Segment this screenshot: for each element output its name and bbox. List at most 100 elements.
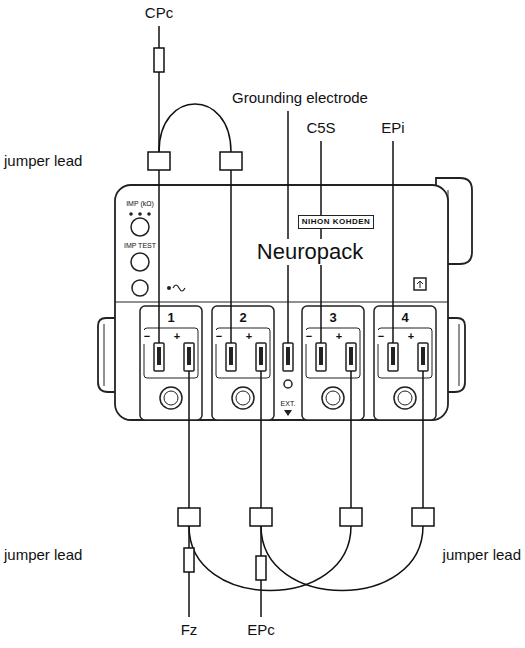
input-panels-part [283,343,293,371]
input-panels-part [326,391,340,405]
input-panels-part [157,347,161,365]
electrode-wires-part [230,170,232,343]
electrode-wires-part [287,111,289,343]
input-panels-part [418,343,428,371]
lead-plugs-part [256,556,266,580]
input-panels-part [164,391,178,405]
electrode-wires-part [158,170,160,343]
control-buttons-part [131,218,149,236]
lead-plugs-part [250,508,272,526]
button-label: IMP TEST [123,242,157,250]
channel-number: 2 [238,310,247,326]
control-buttons-part [138,212,142,216]
polarity-mark: + [173,330,181,343]
input-panels-part [160,387,182,409]
lead-label: jumper lead [3,546,83,564]
input-panels-part [232,387,254,409]
input-panels-part [378,328,432,378]
amplifier-housing-part [459,324,460,386]
input-panels-part [302,306,364,420]
input-panels-part [236,391,250,405]
input-panels-part [421,347,425,365]
control-buttons-part [129,212,133,216]
channel-number: 4 [400,310,409,326]
amplifier-housing [98,178,472,420]
input-panels-part [144,328,198,378]
input-panels-part [140,306,202,420]
channel-number: 3 [328,310,337,326]
electrode-wires-part [158,26,160,48]
electrode-label: C5S [305,119,336,137]
electrode-label: EPi [380,119,405,137]
input-panels-part [349,347,353,365]
polarity-mark: + [407,330,415,343]
input-panels-part [187,347,191,365]
electrode-wires-part [260,580,262,617]
electrode-wires-part [188,526,190,548]
polarity-mark: − [305,330,313,343]
lead-plugs-part [340,508,362,526]
electrode-label: EPc [246,621,276,639]
polarity-mark: − [377,330,385,343]
electrode-wires-part [188,572,190,617]
input-panels-part [306,328,360,378]
input-panels-part [286,347,290,365]
polarity-mark: − [143,330,151,343]
control-buttons [129,212,426,296]
electrode-wires-part [260,526,262,556]
control-buttons-part [131,253,149,271]
input-panels-part [256,343,266,371]
electrode-wires-part [260,371,262,508]
input-panels-part [154,343,164,371]
electrode-wires-part [422,371,424,508]
electrode-wires-part [188,371,190,508]
input-panels-part [322,387,344,409]
input-panels-part [374,306,436,420]
amplifier-housing-part [115,185,448,420]
maker-logo: NIHON KOHDEN [298,215,375,229]
input-panels-part [319,347,323,365]
electrode-label: Fz [180,621,199,639]
brand-name: Neuropack [256,239,364,265]
electrode-wires-part [261,526,423,591]
polarity-mark: + [335,330,343,343]
input-panels-part [316,343,326,371]
input-panels-part [229,347,233,365]
input-panels-part [212,306,274,420]
channel-number: 1 [166,310,175,326]
control-buttons-part [147,212,151,216]
input-panels-part [394,387,416,409]
lead-plugs [148,48,434,580]
input-panels-part [391,347,395,365]
button-label: IMP (kΩ) [125,200,155,208]
input-panels-part [284,410,292,416]
electrode-label: CPc [144,4,174,22]
input-panels-part [346,343,356,371]
input-panels-part [226,343,236,371]
input-panels-part [388,343,398,371]
lead-plugs-part [220,152,242,170]
input-panels-part [284,380,292,388]
lead-label: jumper lead [3,152,83,170]
input-panels-part [184,343,194,371]
electrode-wires [159,26,423,617]
electrode-wires-part [159,104,231,152]
lead-plugs-part [154,48,164,72]
input-panels-part [216,328,270,378]
lead-label: jumper lead [442,546,522,564]
control-buttons-part [167,286,171,290]
socket-label: EXT. [280,400,297,408]
lead-plugs-part [178,508,200,526]
control-buttons-part [132,280,148,296]
polarity-mark: − [215,330,223,343]
electrode-wires-part [392,141,394,343]
input-panels-part [259,347,263,365]
input-panels-part [398,391,412,405]
amplifier-housing-part [448,318,465,392]
amplifier-housing-part [98,318,115,392]
electrode-label: Grounding electrode [231,89,369,107]
polarity-mark: + [245,330,253,343]
control-buttons-part [173,285,185,291]
lead-plugs-part [412,508,434,526]
